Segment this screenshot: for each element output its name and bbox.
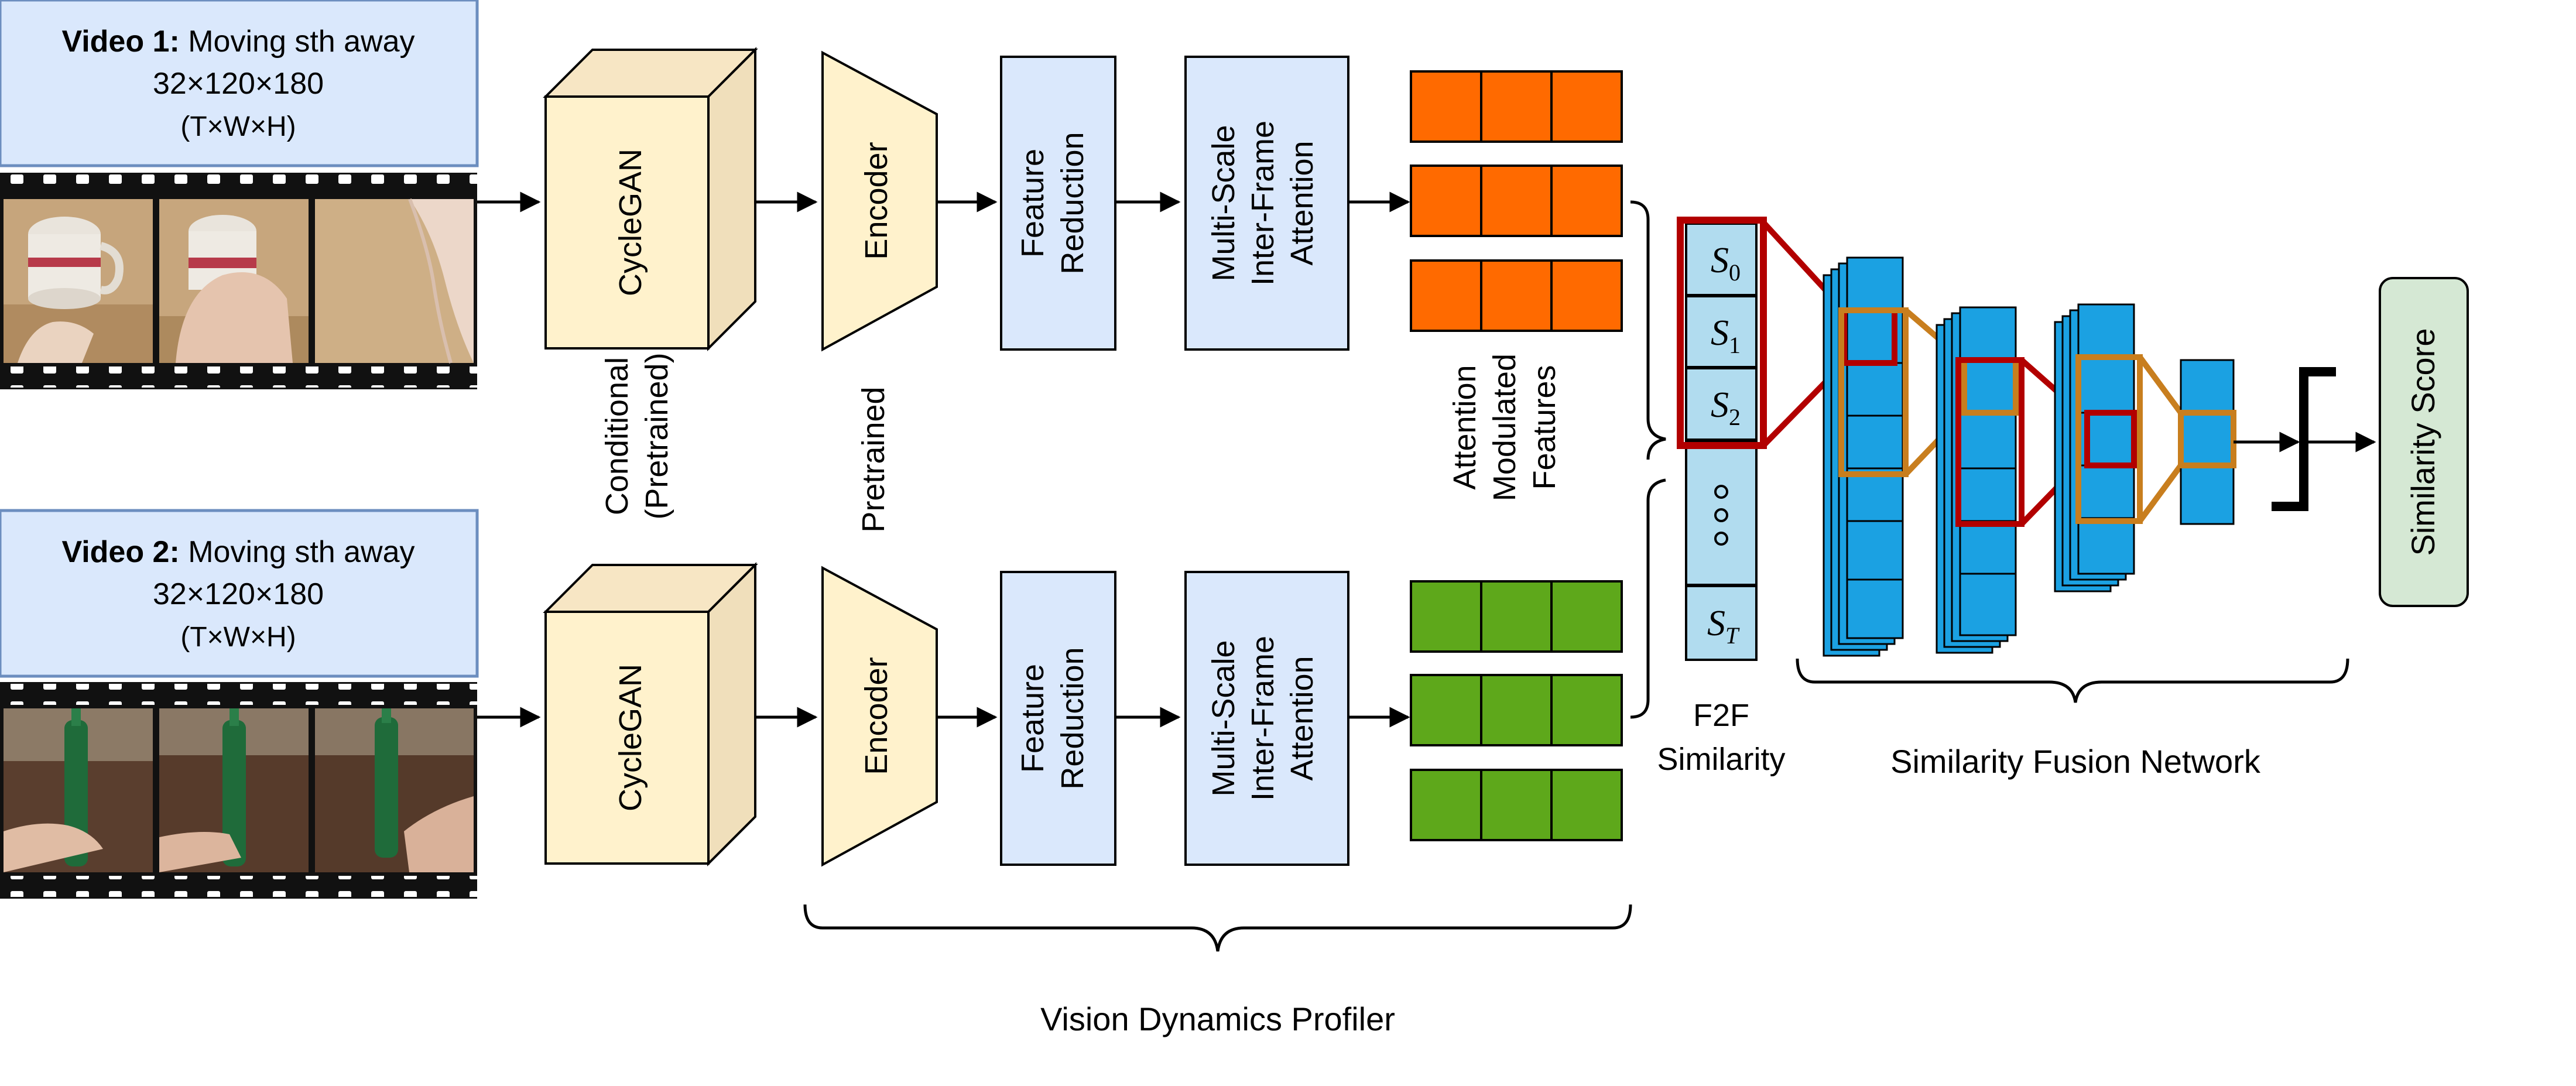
- attention-1-line2: Inter-Frame: [1245, 121, 1280, 286]
- proj-gold-top-2: [2137, 355, 2184, 414]
- video1-frame-2: [159, 199, 309, 363]
- fusion-stack-3: [2054, 303, 2135, 592]
- video2-filmstrip: [0, 682, 477, 899]
- video2-info-box: [0, 509, 479, 678]
- video2-frame-3: [315, 708, 474, 872]
- video2-title: Video 2: Moving sth away: [61, 535, 415, 569]
- cyclegan-note-line1: Conditional: [600, 357, 635, 515]
- feature-reduction-2: [1000, 571, 1116, 866]
- fusion-stack-1: [1823, 256, 1904, 657]
- video1-order: (T×W×H): [180, 111, 296, 142]
- profiler-label: Vision Dynamics Profiler: [1040, 1001, 1395, 1037]
- fusion-output-gold-kernel: [2178, 410, 2236, 468]
- video1-title-bold: Video 1:: [61, 25, 179, 59]
- fusion-output-column: [2180, 359, 2235, 525]
- video1-dims: 32×120×180: [153, 67, 324, 101]
- attention-2-line2: Inter-Frame: [1245, 636, 1280, 801]
- fusion-stack-3-red-kernel: [2084, 410, 2137, 468]
- video1-group: Video 1: Moving sth away 32×120×180 (T×W…: [0, 0, 479, 389]
- attention-1-line3: Attention: [1284, 141, 1320, 265]
- encoder-2: [821, 566, 938, 867]
- sim-st-sub: T: [1725, 622, 1740, 649]
- orange-feature-row-2: [1410, 165, 1623, 237]
- feature-reduction-1: [1000, 56, 1116, 351]
- f2f-label-line2: Similarity: [1657, 742, 1785, 777]
- features-label-line3: Features: [1527, 365, 1562, 489]
- attention-2-line3: Attention: [1284, 656, 1320, 780]
- ellipsis-dot-3: [1714, 532, 1728, 546]
- features-label-line1: Attention: [1447, 365, 1482, 489]
- f2f-red-selection: [1677, 217, 1767, 449]
- sim-s2: S2: [1711, 385, 1741, 430]
- sim-s1: S1: [1711, 313, 1741, 358]
- video1-frame-1: [4, 199, 153, 363]
- output-bracket: [2272, 367, 2336, 511]
- encoder-1-label: Encoder: [859, 142, 894, 259]
- video2-order: (T×W×H): [180, 622, 296, 653]
- brace-top-features: [1630, 200, 1666, 460]
- sim-s1-sub: 1: [1729, 332, 1741, 358]
- cyclegan-1: [543, 47, 758, 351]
- orange-features: [1410, 70, 1623, 332]
- fusion-label: Similarity Fusion Network: [1890, 743, 2261, 780]
- cyclegan-note-line2: (Pretrained): [639, 352, 674, 519]
- sim-s2-sub: 2: [1729, 404, 1741, 430]
- feature-reduction-1-line2: Reduction: [1055, 132, 1090, 274]
- video2-frame-1: [4, 708, 153, 872]
- ellipsis-dot-2: [1714, 508, 1728, 522]
- similarity-score-box: [2379, 277, 2469, 607]
- fusion-stack-1-gold-kernel: [1838, 307, 1909, 477]
- attention-1-line1: Multi-Scale: [1206, 125, 1241, 281]
- brace-profiler: [803, 904, 1632, 952]
- attention-2-line1: Multi-Scale: [1206, 640, 1241, 796]
- feature-reduction-2-line2: Reduction: [1055, 647, 1090, 789]
- similarity-score-label: Similarity Score: [2404, 328, 2441, 556]
- video2-frame-2: [159, 708, 309, 872]
- video2-title-bold: Video 2:: [61, 535, 179, 569]
- encoder-note: Pretrained: [856, 386, 891, 532]
- fusion-stack-3-gold-kernel: [2075, 354, 2143, 524]
- video2-dims: 32×120×180: [153, 577, 324, 611]
- video2-title-rest: Moving sth away: [180, 535, 415, 569]
- green-feature-row-1: [1410, 580, 1623, 653]
- f2f-label-line1: F2F: [1693, 698, 1749, 733]
- cyclegan-2: [543, 562, 758, 866]
- sim-s0: S0: [1711, 241, 1741, 286]
- orange-feature-row-3: [1410, 259, 1623, 332]
- ellipsis-dot-1: [1714, 485, 1728, 499]
- attention-1: [1184, 56, 1349, 351]
- sim-st: ST: [1707, 604, 1740, 649]
- encoder-2-label: Encoder: [859, 657, 894, 775]
- features-label-line2: Modulated: [1487, 354, 1522, 501]
- fusion-stack-2-red-kernel: [1955, 357, 2025, 527]
- proj-gold-bottom-2: [2137, 464, 2184, 523]
- video2-group: Video 2: Moving sth away 32×120×180 (T×W…: [0, 509, 479, 899]
- sim-s0-sub: 0: [1729, 259, 1741, 286]
- orange-feature-row-1: [1410, 70, 1623, 143]
- video1-title-rest: Moving sth away: [180, 25, 415, 59]
- video1-filmstrip: [0, 173, 477, 389]
- feature-reduction-2-line1: Feature: [1015, 664, 1050, 773]
- encoder-1: [821, 50, 938, 352]
- video1-title: Video 1: Moving sth away: [61, 25, 415, 59]
- cyclegan-2-label: CycleGAN: [613, 664, 648, 811]
- attention-2: [1184, 571, 1349, 866]
- video1-info-box: [0, 0, 479, 167]
- feature-reduction-1-line1: Feature: [1015, 149, 1050, 258]
- f2f-similarity-column: [1685, 222, 1758, 661]
- video1-frame-3: [315, 198, 474, 364]
- brace-bottom-features: [1630, 478, 1666, 719]
- cyclegan-1-label: CycleGAN: [613, 149, 648, 296]
- green-feature-row-2: [1410, 674, 1623, 746]
- brace-fusion: [1796, 658, 2349, 703]
- green-features: [1410, 580, 1623, 841]
- flow-arrows: [477, 191, 1410, 728]
- green-feature-row-3: [1410, 769, 1623, 841]
